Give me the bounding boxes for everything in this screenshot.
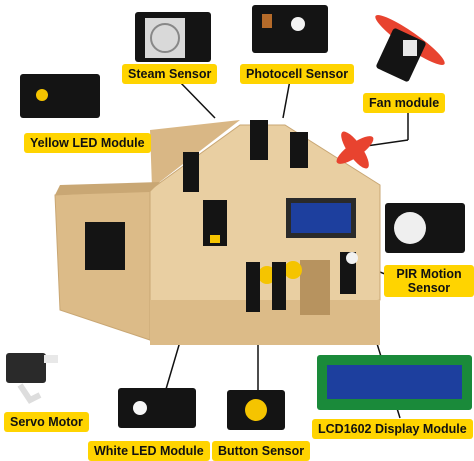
fan-module [375,15,445,82]
lcd1602-module [317,355,472,410]
pir-motion-sensor-label-line1: PIR Motion [396,267,462,281]
photocell-sensor-module [252,5,328,53]
servo-motor [6,353,58,404]
lcd1602-display-module-label: LCD1602 Display Module [312,419,473,439]
steam-sensor-module [135,12,211,62]
servo-motor-label: Servo Motor [4,412,89,432]
white-led-module [118,388,196,428]
button-sensor-label: Button Sensor [212,441,311,461]
pir-motion-sensor-module [385,203,465,253]
yellow-led-module-label: Yellow LED Module [24,133,151,153]
yellow-led-module [20,74,100,118]
pir-motion-sensor-label: PIR Motion Sensor [384,265,474,297]
pir-motion-sensor-label-line2: Sensor [407,281,451,295]
steam-sensor-label: Steam Sensor [122,64,218,84]
button-sensor-module [227,390,285,430]
fan-module-label: Fan module [363,93,446,113]
wooden-house [54,120,381,345]
white-led-module-label: White LED Module [88,441,210,461]
photocell-sensor-label: Photocell Sensor [240,64,355,84]
